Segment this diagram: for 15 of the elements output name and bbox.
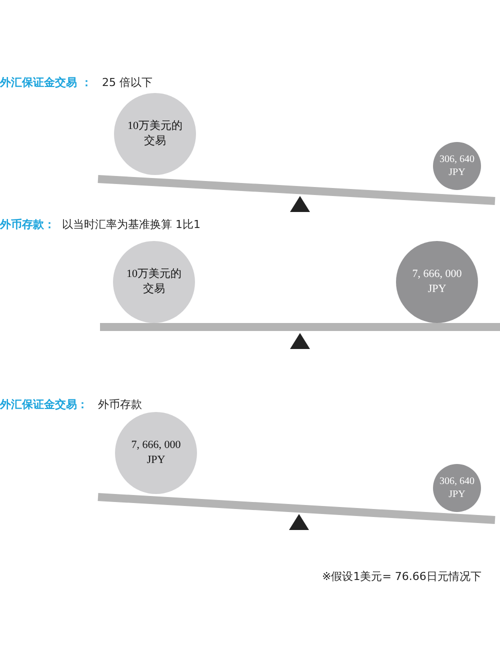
comparison-text: 以当时汇率为基准换算 1比1 xyxy=(62,218,200,232)
weight-circle xyxy=(433,142,481,190)
amount-text: 7, 666, 000 JPY xyxy=(411,267,463,297)
footnote-text: ※假设1美元= 76.66日元情况下 xyxy=(322,570,482,584)
amount-text: 10万美元的交易 xyxy=(126,267,182,297)
section-heading: 外币存款： xyxy=(0,218,55,232)
weight-circle xyxy=(433,464,481,512)
section-heading: 外汇保证金交易： xyxy=(0,398,88,412)
comparison-text: 外币存款 xyxy=(98,398,142,412)
amount-text: 306, 640 JPY xyxy=(438,152,476,180)
section-heading: 外汇保证金交易 ： xyxy=(0,76,92,90)
amount-text: 7, 666, 000 JPY xyxy=(130,438,182,468)
amount-text: 10万美元的交易 xyxy=(126,119,184,149)
amount-text: 306, 640 JPY xyxy=(438,474,476,502)
comparison-text: 25 倍以下 xyxy=(102,76,152,90)
